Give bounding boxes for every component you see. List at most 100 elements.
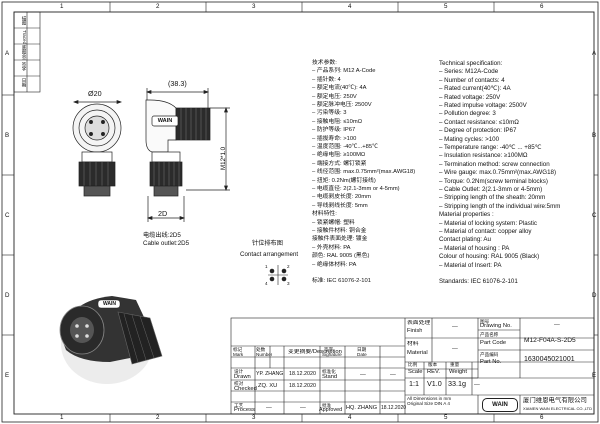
rev-mark-en: Mark [233, 352, 244, 357]
checked-name: ZQ. XU [258, 383, 278, 389]
frame-col-1: 1 [60, 3, 64, 10]
std-value: — [360, 372, 366, 378]
weight-label-cn: 重量 [450, 362, 460, 367]
part-no-label-cn: 产品编码 [480, 352, 499, 357]
spec-cn-line: – 污染等级: 3 [312, 110, 347, 117]
connector-3d-render [59, 296, 163, 384]
part-no-label-en: Part No. [480, 359, 502, 365]
rev-date-en: Date [357, 352, 367, 357]
drawn-name: YP. ZHANG [256, 371, 284, 377]
stamp-label-2: Traced [22, 30, 27, 44]
spec-en-line: – Rated current(40℃): 4A [439, 85, 511, 93]
rev-value: V1.0 [427, 380, 442, 388]
spec-en-line: – Material of Insert: PA [439, 261, 502, 269]
front-view-drawing [72, 99, 122, 197]
frame-col-1-bottom: 1 [60, 414, 64, 421]
frame-row-b: B [5, 132, 10, 139]
pin-label-2: 2 [287, 264, 290, 269]
spec-cn-line: – 防护等级: IP67 [312, 127, 356, 134]
contact-title-cn: 针位排布图 [252, 240, 283, 247]
spec-cn-line: – 额定电流(40℃): 4A [312, 85, 367, 92]
spec-cn-line: – 额定脉冲电压: 2500V [312, 102, 372, 108]
frame-row-b-right: B [592, 132, 597, 139]
approved-name: HQ. ZHANG [346, 405, 378, 411]
std-label-cn: 标准化 [322, 369, 336, 374]
dim-diameter-label: Ø20 [88, 89, 102, 98]
approved-label-en: Approved [319, 407, 343, 413]
spec-en-line: – Cable Outlet: 2(2.1-3mm or 4-5mm) [439, 186, 543, 193]
spec-cn-line: – 电缆直径: 2(2.1-3mm or 4-5mm) [312, 186, 400, 192]
spec-en-line: – Termination method: screw connection [439, 160, 550, 168]
part-code-label-en: Part Code [480, 340, 507, 346]
spec-cn-line: 技术参数: [312, 60, 337, 66]
contact-title-en: Contact arrangement [240, 251, 299, 258]
frame-col-3: 3 [252, 3, 256, 10]
frame-row-c: C [5, 212, 10, 219]
side-view-drawing [145, 88, 230, 222]
dim-thread-label: M12*1.0 [220, 146, 227, 170]
frame-col-6: 6 [540, 3, 544, 10]
frame-row-e-right: E [592, 372, 597, 379]
cable-note-en: Cable outlet:2D5 [143, 240, 190, 247]
approved-label-cn: 批准 [322, 403, 332, 408]
pin-layout-drawing [268, 265, 288, 285]
frame-row-a-right: A [592, 50, 597, 57]
rev-number-en: Number [256, 352, 273, 357]
spec-cn-line: – 端接方式: 螺钉锁紧 [312, 160, 367, 167]
drawing-no-label-cn: 图号 [480, 319, 490, 324]
part-no-value: 1630045021001 [524, 356, 575, 363]
frame-row-c-right: C [592, 212, 597, 219]
dimensions-note: All Dimensions in mm Original Size DIN A… [407, 396, 452, 407]
drawn-date: 18.12.2020 [289, 371, 316, 377]
material-label-en: Material [407, 350, 428, 356]
spec-en-line: – Number of contacts: 4 [439, 76, 505, 84]
rev-label-cn: 版本 [428, 362, 438, 367]
spec-en-line: – Stripping length of the individual wir… [439, 202, 561, 210]
rev-description: 变更摘要/Description [288, 349, 342, 355]
stamp-label-3: 底图总号 [22, 45, 27, 60]
spec-en-line: – Degree of protection: IP67 [439, 127, 517, 135]
checked-label-cn: 校对 [234, 381, 244, 386]
frame-col-5-bottom: 5 [444, 414, 448, 421]
spec-en-line: – Material of contact: copper alloy [439, 228, 532, 235]
finish-value: — [452, 324, 458, 330]
rev-label-en: REV. [427, 369, 440, 375]
spec-cn-line: – 绝缘体材料: PA [312, 261, 357, 268]
stamp-label-5: 日期 [22, 78, 27, 88]
spec-cn-line: 标准: IEC 61076-2-101 [312, 278, 371, 285]
spec-cn-line: – 插拔寿命: >100 [312, 135, 357, 142]
spec-cn-line: – 外壳材料: PA [312, 244, 351, 251]
spec-en-line: Material properties : [439, 211, 494, 219]
weight-label-en: Weight [449, 369, 467, 375]
company-logo: WAIN [482, 398, 518, 412]
scale-value: 1:1 [409, 380, 419, 388]
spec-en-line: – Material of locking system: Plastic [439, 219, 538, 227]
spec-cn-line: – 锁紧螺帽: 塑料 [312, 219, 355, 226]
spec-cn-line: – 扭矩: 0.2Nm(螺钉接线) [312, 177, 376, 184]
dim-width-label: (38.3) [168, 79, 187, 88]
spec-cn-line: – 接触电阻: ≤10mΩ [312, 118, 363, 125]
frame-col-4-bottom: 4 [348, 414, 352, 421]
spec-cn-line: – 电缆剥皮长度: 20mm [312, 194, 371, 201]
rev-mark-cn: 标记 [233, 347, 243, 352]
spec-en-line: – Contact resistance: ≤10mΩ [439, 118, 519, 126]
spec-en-line: – Insulation resistance: ≥100MΩ [439, 152, 528, 160]
rev-number-cn: 处数 [256, 347, 266, 352]
spec-cn-line: 接触件表面处理: 镀金 [312, 236, 368, 243]
spec-en-line: – Torque: 0.2Nm(screw terminal blocks) [439, 177, 548, 185]
spec-en-line: – Rated voltage: 250V [439, 93, 501, 101]
frame-col-6-bottom: 6 [540, 414, 544, 421]
drawing-no-value: — [554, 322, 560, 328]
process-label-cn: 工艺 [234, 403, 244, 408]
process-label-en: Process [234, 407, 255, 413]
company-name-cn: 厦门维恩电气有限公司 [523, 397, 587, 404]
spec-cn-line: – 线径范围: max.0.75mm²(max.AWG18) [312, 169, 416, 176]
frame-row-a: A [5, 50, 10, 57]
finish-label-cn: 表面处理 [407, 320, 431, 326]
date-value: — [390, 372, 396, 378]
spec-cn-line: – 插针数: 4 [312, 76, 341, 83]
drawing-no-label-en: Drawing No. [480, 323, 512, 329]
spec-en-line: – Stripping length of the sheath: 20mm [439, 194, 546, 202]
spec-cn-line: 颜色: RAL 9005 (黑色) [312, 253, 370, 260]
